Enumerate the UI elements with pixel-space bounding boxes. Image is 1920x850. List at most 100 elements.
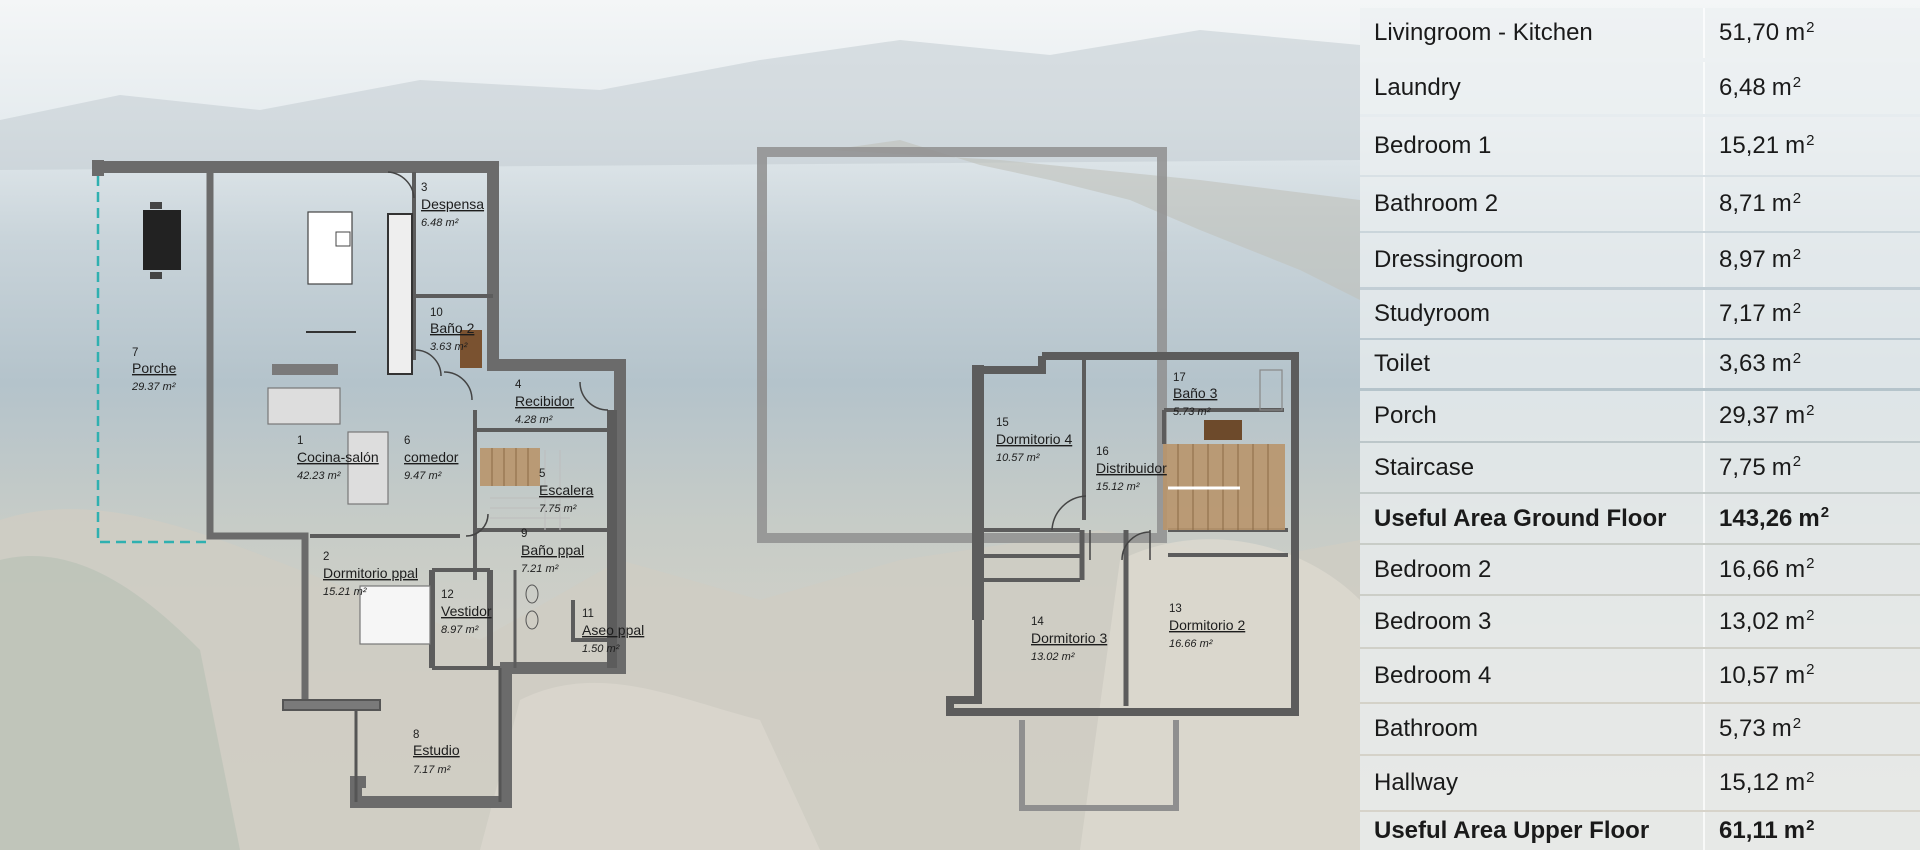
area-unit: m (1785, 607, 1806, 635)
ground-floor-labels: 7 Porche 29.37 m² 3 Despensa 6.48 m² 10 … (131, 182, 644, 776)
area-unit: m (1785, 555, 1806, 583)
upper-floor-plan (757, 147, 1299, 811)
room-name: Dormitorio 2 (1169, 617, 1245, 633)
area-unit: m (1785, 132, 1806, 159)
area-unit: m (1771, 453, 1792, 481)
area-unit: m (1783, 817, 1806, 844)
area-value-number: 3,63 (1719, 350, 1766, 377)
area-value-number: 15,21 (1719, 132, 1780, 159)
upper-floor-labels: 17 Baño 3 5.73 m² 15 Dormitorio 4 10.57 … (996, 372, 1245, 663)
room-area: 7.21 m² (521, 563, 559, 575)
area-unit: m (1771, 74, 1792, 101)
room-number: 15 (996, 417, 1009, 429)
room-area: 8.97 m² (441, 624, 479, 636)
area-value-number: 10,57 (1719, 661, 1780, 689)
room-name: Dormitorio 4 (996, 431, 1072, 447)
area-unit: m (1785, 661, 1806, 689)
area-value-number: 61,11 (1719, 817, 1778, 844)
area-unit-exponent: 2 (1820, 504, 1830, 521)
room-number: 3 (421, 182, 427, 194)
area-unit-exponent: 2 (1792, 714, 1802, 732)
room-area: 15.21 m² (323, 586, 367, 598)
room-number: 12 (441, 589, 454, 601)
room-name: Aseo ppal (582, 622, 644, 638)
area-value-number: 7,75 (1719, 453, 1766, 481)
area-row-label: Bedroom 2 (1360, 545, 1705, 594)
area-row-label: Bathroom 2 (1360, 177, 1705, 231)
room-name: Despensa (421, 196, 484, 212)
room-name: Dormitorio ppal (323, 565, 418, 581)
area-value-number: 13,02 (1719, 607, 1780, 635)
area-row-label: Dressingroom (1360, 233, 1705, 287)
area-unit: m (1785, 19, 1806, 46)
area-value-number: 29,37 (1719, 402, 1780, 429)
area-value-number: 51,70 (1719, 19, 1780, 46)
room-area: 7.75 m² (539, 503, 577, 515)
area-unit: m (1785, 402, 1806, 429)
area-row-label: Livingroom - Kitchen (1360, 8, 1705, 58)
room-name: Dormitorio 3 (1031, 630, 1107, 646)
room-area: 4.28 m² (515, 414, 553, 426)
room-number: 1 (297, 435, 303, 447)
room-area: 15.12 m² (1096, 481, 1140, 493)
room-name: comedor (404, 449, 459, 465)
area-row-label: Hallway (1360, 756, 1705, 810)
room-name: Baño 2 (430, 320, 475, 336)
room-area: 5.73 m² (1173, 406, 1211, 418)
area-value-number: 5,73 (1719, 715, 1766, 742)
area-value-number: 6,48 (1719, 74, 1766, 101)
area-unit: m (1771, 190, 1792, 217)
room-number: 7 (132, 347, 138, 359)
room-name: Vestidor (441, 603, 492, 619)
area-unit-exponent: 2 (1806, 18, 1815, 36)
area-value-number: 16,66 (1719, 555, 1780, 583)
room-area: 10.57 m² (996, 452, 1040, 464)
area-value-number: 143,26 (1719, 504, 1793, 532)
room-area: 7.17 m² (413, 764, 451, 776)
room-name: Cocina-salón (297, 449, 379, 465)
room-name: Porche (132, 360, 177, 376)
room-number: 4 (515, 379, 522, 391)
room-area: 1.50 m² (582, 643, 620, 655)
area-unit-exponent: 2 (1792, 349, 1802, 367)
ground-floor-plan (92, 160, 626, 808)
room-area: 42.23 m² (297, 470, 341, 482)
area-value-number: 8,97 (1719, 246, 1766, 273)
room-area: 3.63 m² (430, 341, 468, 353)
room-area: 29.37 m² (131, 381, 176, 393)
area-unit-exponent: 2 (1792, 189, 1802, 207)
room-area: 13.02 m² (1031, 651, 1075, 663)
area-unit: m (1798, 504, 1820, 532)
area-row-label: Toilet (1360, 340, 1705, 388)
area-unit: m (1771, 715, 1792, 742)
area-unit-exponent: 2 (1806, 816, 1815, 834)
room-number: 11 (582, 608, 594, 620)
